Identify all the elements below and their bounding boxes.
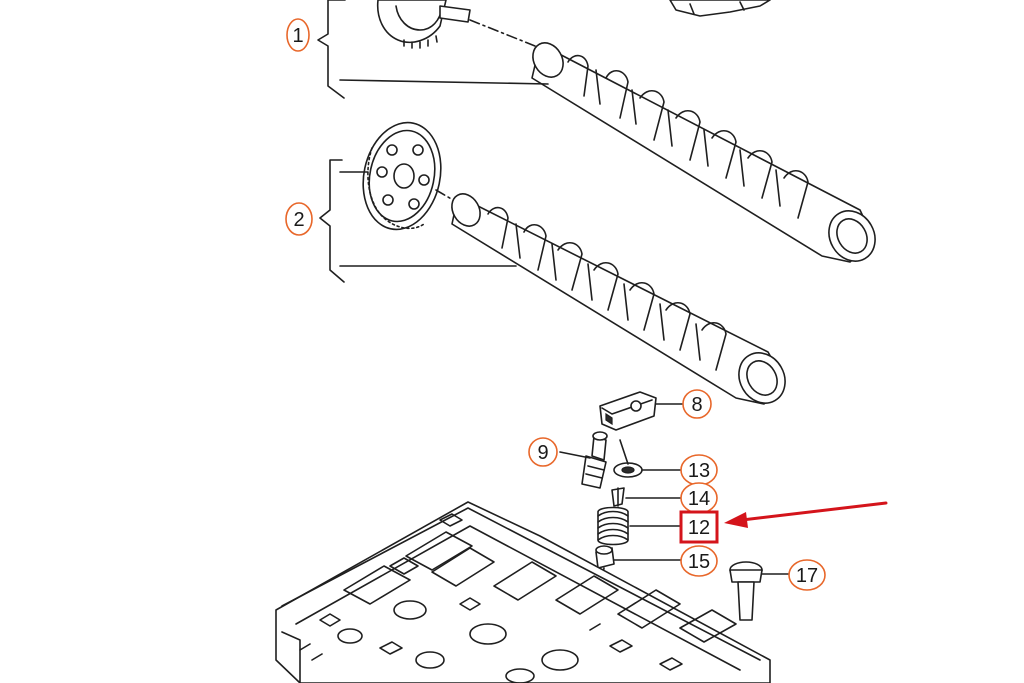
camshaft-upper [531,42,876,263]
camshaft-assembly-upper [317,0,876,263]
hydraulic-lifter [559,431,608,489]
camshaft-gear-lower [362,121,442,231]
callout-17: 17 [788,559,826,591]
callout-8-label: 8 [691,394,702,416]
callout-13: 13 [680,454,718,486]
camshaft-gear-upper [376,0,471,49]
valve-cotters [611,487,684,507]
callout-8: 8 [682,389,712,419]
callout-2-label: 2 [293,209,304,231]
callout-14-label: 14 [688,488,710,510]
valve-spring-retainer [613,439,684,478]
valve-spring [597,506,683,546]
callout-12-label: 12 [688,517,710,539]
cylinder-head [275,501,771,683]
callout-9-label: 9 [537,442,548,464]
camshaft-assembly-lower [319,121,786,405]
callout-12-highlighted: 12 [679,510,719,544]
callout-13-label: 13 [688,460,710,482]
cylinder-head-bolt [729,561,791,621]
callout-15: 15 [680,545,718,577]
callout-1-label: 1 [292,25,303,47]
callout-2: 2 [285,202,313,236]
callout-14: 14 [680,482,718,514]
camshaft-lower [451,193,786,405]
callout-17-label: 17 [796,565,818,587]
callout-1: 1 [286,18,310,52]
rocker-arm [599,391,684,431]
callout-9: 9 [528,437,558,467]
bracket-top-right [669,0,771,17]
red-pointer-arrow [724,501,888,528]
callout-15-label: 15 [688,551,710,573]
